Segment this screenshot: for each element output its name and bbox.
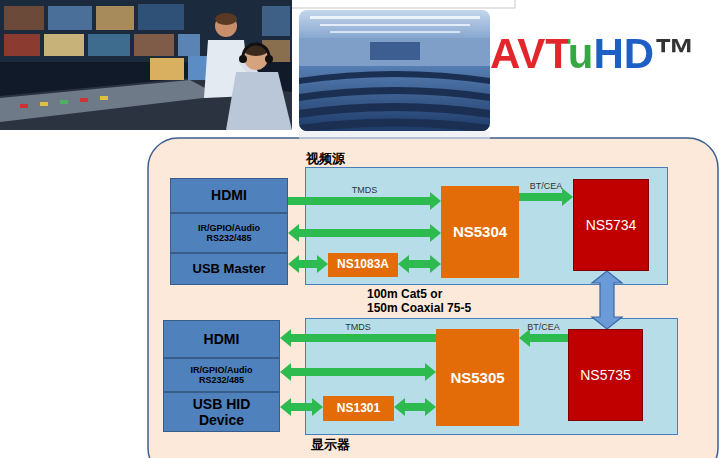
chip-box: NS1301: [323, 396, 394, 421]
ceiling-light: [330, 31, 460, 33]
ceiling-light: [310, 16, 480, 19]
chip-box: NS5305: [436, 329, 519, 426]
box-label: NS5305: [450, 369, 504, 386]
console-surface: [0, 80, 220, 122]
interface-box: USB Master: [170, 253, 288, 285]
signal-label: BT/CEA: [530, 181, 563, 191]
box-label: USB Master: [193, 262, 266, 277]
monitor: [44, 34, 84, 56]
signal-arrow: [394, 398, 436, 416]
monitor-wall: [0, 0, 292, 62]
system-panel: [148, 138, 718, 458]
box-label: NS5304: [453, 223, 507, 240]
monitor: [138, 4, 184, 30]
chip-box: NS1083A: [328, 253, 398, 277]
signal-arrow: [398, 255, 441, 273]
desk-row: [299, 71, 490, 84]
signal-arrow: [394, 398, 436, 416]
monitor: [4, 6, 44, 30]
photo-reflection: [299, 131, 490, 140]
screen: [370, 42, 420, 60]
signal-arrow: [288, 224, 441, 242]
interface-box: HDMI: [170, 178, 288, 213]
monitor: [150, 58, 184, 80]
person-hair: [215, 13, 237, 25]
interface-box: IR/GPIO/Audio RS232/485: [170, 213, 288, 253]
monitor: [178, 34, 200, 56]
monitor: [96, 6, 134, 30]
headphones: [265, 55, 273, 63]
link-arrow: [592, 271, 622, 329]
headphones: [243, 44, 269, 57]
box-label: HDMI: [204, 331, 240, 347]
signal-label: BT/CEA: [527, 322, 560, 332]
desk-row: [299, 119, 490, 132]
conference-room-photo: [299, 10, 490, 131]
interface-box: IR/GPIO/Audio RS232/485: [163, 358, 280, 392]
person-hair: [244, 44, 268, 56]
console-button: [60, 100, 68, 104]
photo-ground: [0, 0, 292, 130]
desk-row: [299, 103, 490, 118]
board-region: 视频源NS1083ANS5304NS5734: [305, 167, 668, 285]
brand-logo: AVTuHD™: [490, 30, 696, 78]
person-body: [226, 72, 292, 130]
signal-arrow: [398, 255, 441, 273]
studio-photo: [0, 0, 292, 130]
front-wall: [299, 38, 490, 66]
ceiling-light: [320, 24, 470, 26]
cable-note: 100m Cat5 or 150m Coaxial 75-5: [367, 287, 499, 315]
box-label: USB HID Device: [182, 396, 262, 428]
console-button: [80, 98, 88, 102]
signal-label: TMDS: [352, 185, 378, 195]
signal-arrow: [280, 398, 323, 416]
monitor: [262, 6, 290, 36]
signal-arrow: [288, 255, 328, 273]
desk-row: [299, 87, 490, 101]
region-heading: 视频源: [306, 151, 345, 166]
box-label: NS1083A: [337, 258, 389, 272]
console-button: [100, 96, 108, 100]
box-label: NS5734: [586, 217, 637, 233]
interface-box: USB HID Device: [163, 392, 280, 432]
monitor: [134, 34, 174, 56]
signal-label: TMDS: [345, 322, 371, 332]
box-label: IR/GPIO/Audio RS232/485: [184, 365, 260, 386]
box-label: NS5735: [580, 367, 631, 383]
interface-box: HDMI: [163, 320, 280, 358]
headphones: [239, 55, 247, 63]
signal-arrow: [288, 224, 441, 242]
signal-arrow: [280, 363, 436, 381]
monitor: [88, 34, 130, 56]
monitor: [48, 6, 92, 30]
photo-ground: [299, 10, 490, 131]
box-label: HDMI: [211, 187, 247, 203]
soc-box: NS5735: [568, 329, 643, 421]
console-button: [20, 104, 28, 108]
monitor: [4, 34, 40, 56]
soc-box: NS5734: [573, 179, 649, 271]
box-label: NS1301: [337, 402, 380, 416]
chip-box: NS5304: [441, 186, 519, 278]
region-heading: 显示器: [311, 437, 350, 452]
signal-arrow: [280, 398, 323, 416]
box-label: IR/GPIO/Audio RS232/485: [191, 223, 267, 244]
link-arrow: [592, 271, 622, 329]
signal-arrow: [288, 255, 328, 273]
console-button: [40, 102, 48, 106]
signal-arrow: [280, 363, 436, 381]
